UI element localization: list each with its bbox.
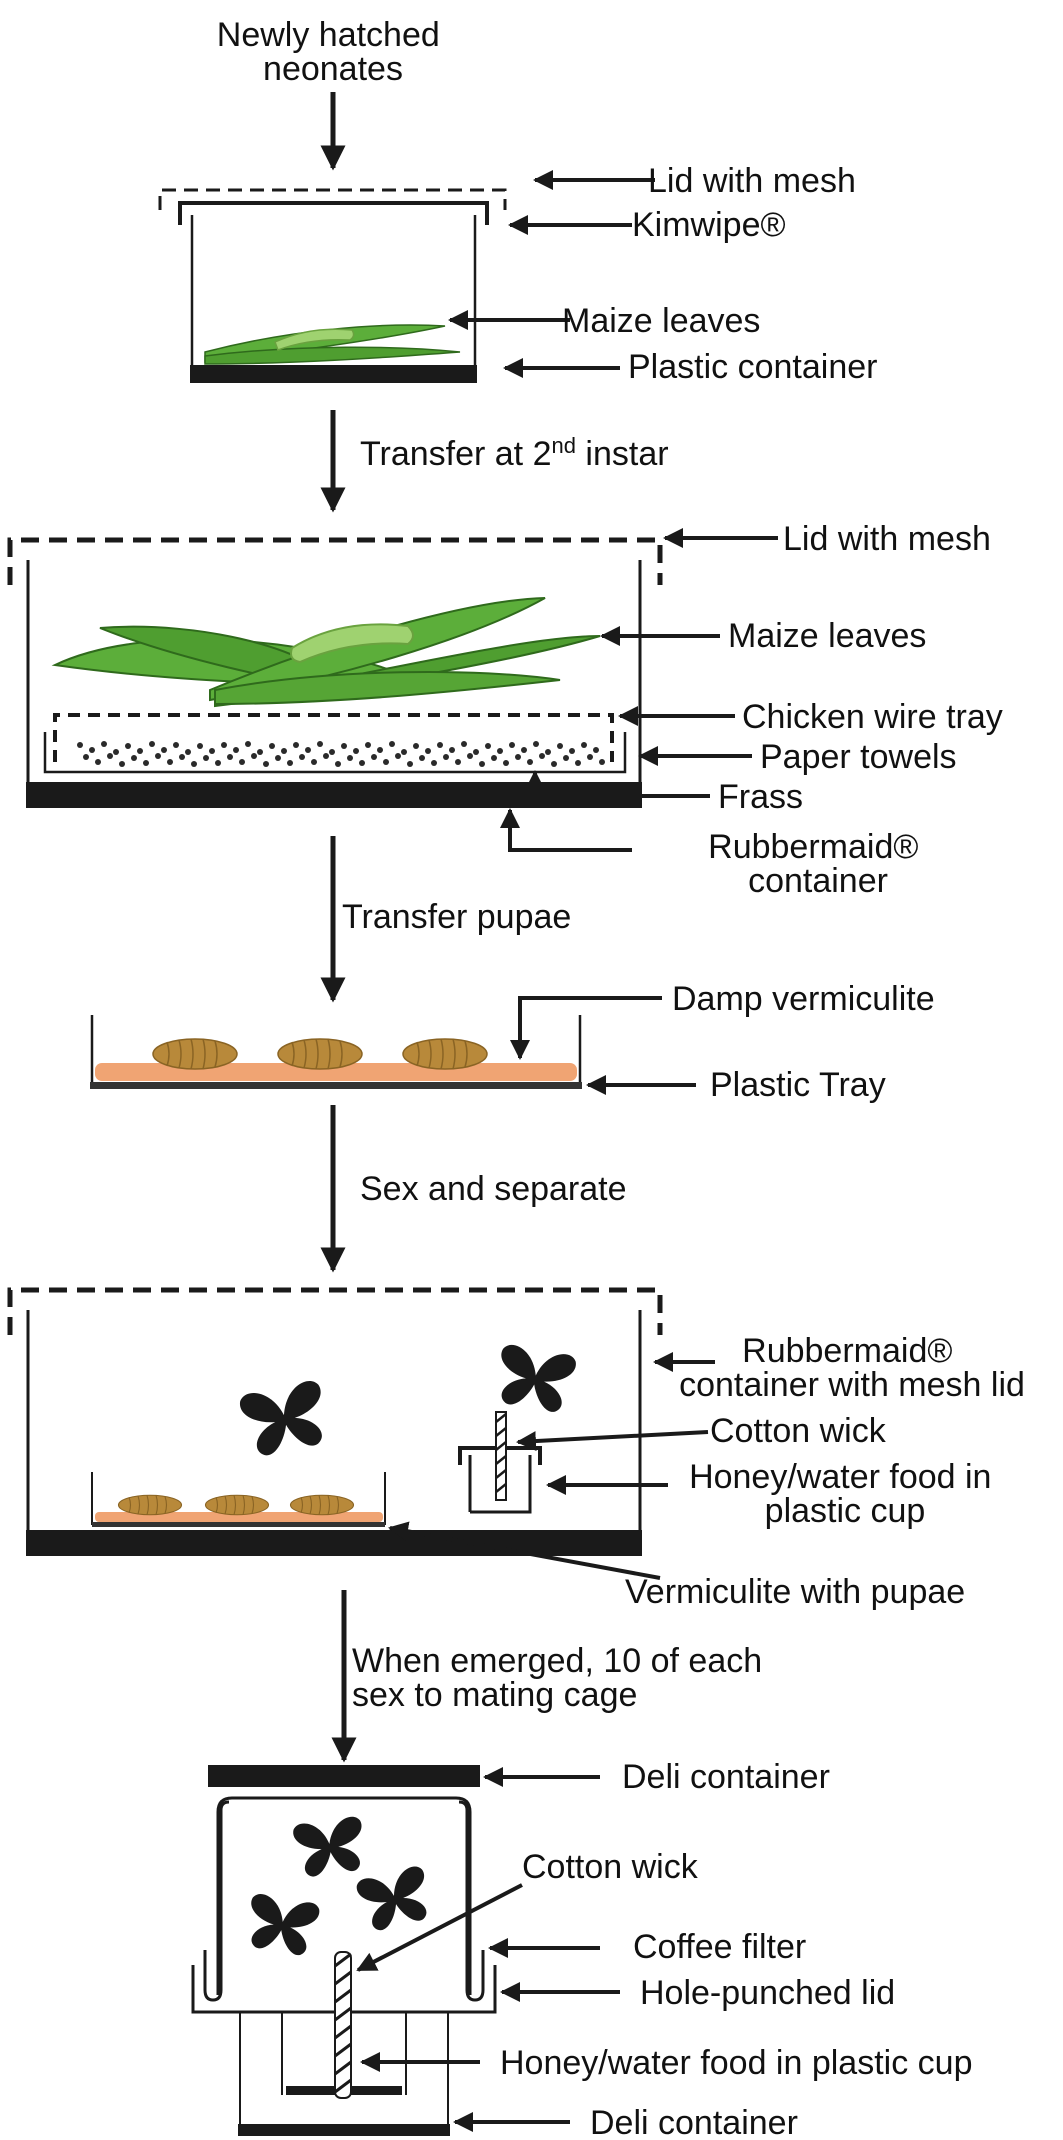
pupa [152, 1038, 238, 1070]
stage-2-larval-container: Lid with mesh Maize leaves Chicken wire … [7, 520, 1003, 900]
stage-5-mating-cage: Deli container Cotton wick Coffee filter… [191, 1758, 972, 2140]
rubbermaid-label: Rubbermaid® container [708, 828, 928, 900]
plastic-container-walls [190, 215, 477, 372]
pupae-label: Vermiculite with pupae [625, 1573, 965, 1611]
wick-arrow [516, 1430, 709, 1452]
lid-label: Hole-punched lid [640, 1974, 895, 2012]
paper-towel-line [43, 732, 627, 774]
cage-body [216, 1796, 472, 1995]
frass [77, 741, 605, 767]
stage-3-pupae-tray: Damp vermiculite Plastic Tray [90, 980, 935, 1104]
maize-leaf [204, 346, 461, 365]
towels-label: Paper towels [760, 738, 957, 776]
lid-mesh-line [7, 537, 663, 585]
wick-label: Cotton wick [710, 1412, 887, 1450]
vermiculite-arrow [510, 996, 662, 1060]
coffee-filter-left [203, 1800, 230, 2002]
wick-label: Cotton wick [522, 1848, 699, 1886]
chicken-wire-tray [53, 713, 614, 762]
pupa [277, 1038, 363, 1070]
transfer-1-label: Transfer at 2nd instar [360, 433, 669, 473]
lid-label: Lid with mesh [648, 162, 856, 200]
moth [492, 1342, 579, 1416]
pupa [402, 1038, 488, 1070]
vermiculite-label: Damp vermiculite [672, 980, 935, 1018]
kimwipe-label: Kimwipe® [632, 206, 786, 244]
pupa [117, 1494, 183, 1516]
caterpillar [290, 623, 414, 664]
wick-stripes [495, 1413, 507, 1493]
stage-1-neonate-container: Newly hatched neonates Lid with mesh Kim… [158, 16, 877, 386]
bottom-deli-walls [239, 2012, 449, 2130]
tray-label: Plastic Tray [710, 1066, 886, 1104]
lid-mesh-line [7, 1287, 663, 1335]
container-label: Rubbermaid® container with mesh lid [679, 1332, 1025, 1404]
frass-label: Frass [718, 778, 803, 816]
frass-arrow [525, 770, 710, 798]
deli-top-label: Deli container [622, 1758, 830, 1796]
filter-label: Coffee filter [633, 1928, 806, 1966]
moth [242, 1891, 322, 1959]
wick-stripes [334, 1952, 352, 2094]
transfer-4-label: When emerged, 10 of each sex to mating c… [352, 1642, 772, 1714]
neonates-label: Newly hatched neonates [217, 16, 449, 88]
caterpillar [274, 328, 355, 351]
pupae-arrow [388, 1521, 661, 1580]
kimwipe-line [178, 201, 489, 225]
rubbermaid-base [26, 1530, 642, 1556]
pupa [289, 1494, 355, 1516]
deli-container-top [208, 1765, 480, 1787]
food-label: Honey/water food in plastic cup [500, 2044, 972, 2082]
pupa [204, 1494, 270, 1516]
plastic-container-base [190, 365, 477, 383]
bottom-deli-base [238, 2124, 450, 2136]
maize-leaf [214, 670, 561, 706]
moth [237, 1377, 333, 1460]
leaves-label: Maize leaves [728, 617, 926, 655]
leaves-label: Maize leaves [562, 302, 760, 340]
food-cup [470, 1455, 532, 1514]
small-tray-base [92, 1522, 385, 1527]
plastic-tray-walls [90, 1015, 582, 1085]
rubbermaid-arrow [500, 808, 632, 852]
lid-label: Lid with mesh [783, 520, 991, 558]
small-tray-walls [91, 1472, 386, 1525]
wire-label: Chicken wire tray [742, 698, 1003, 736]
deli-bottom-label: Deli container [590, 2104, 798, 2140]
transfer-3-label: Sex and separate [360, 1170, 627, 1208]
cotton-wick [334, 1951, 352, 2099]
rubbermaid-walls [26, 1310, 642, 1535]
food-label: Honey/water food in plastic cup [689, 1458, 1001, 1530]
plastic-tray-base [90, 1082, 582, 1089]
coffee-filter-right [458, 1800, 485, 2002]
container-label: Plastic container [628, 348, 877, 386]
moth [354, 1863, 436, 1935]
lid-mesh-line [158, 188, 507, 210]
food-cup-walls [281, 2012, 407, 2095]
transfer-2-label: Transfer pupae [342, 898, 571, 936]
wick-arrow [356, 1883, 523, 1972]
moth [291, 1814, 369, 1880]
stage-4-emergence-container: Rubbermaid® container with mesh lid Cott… [7, 1287, 1025, 1611]
